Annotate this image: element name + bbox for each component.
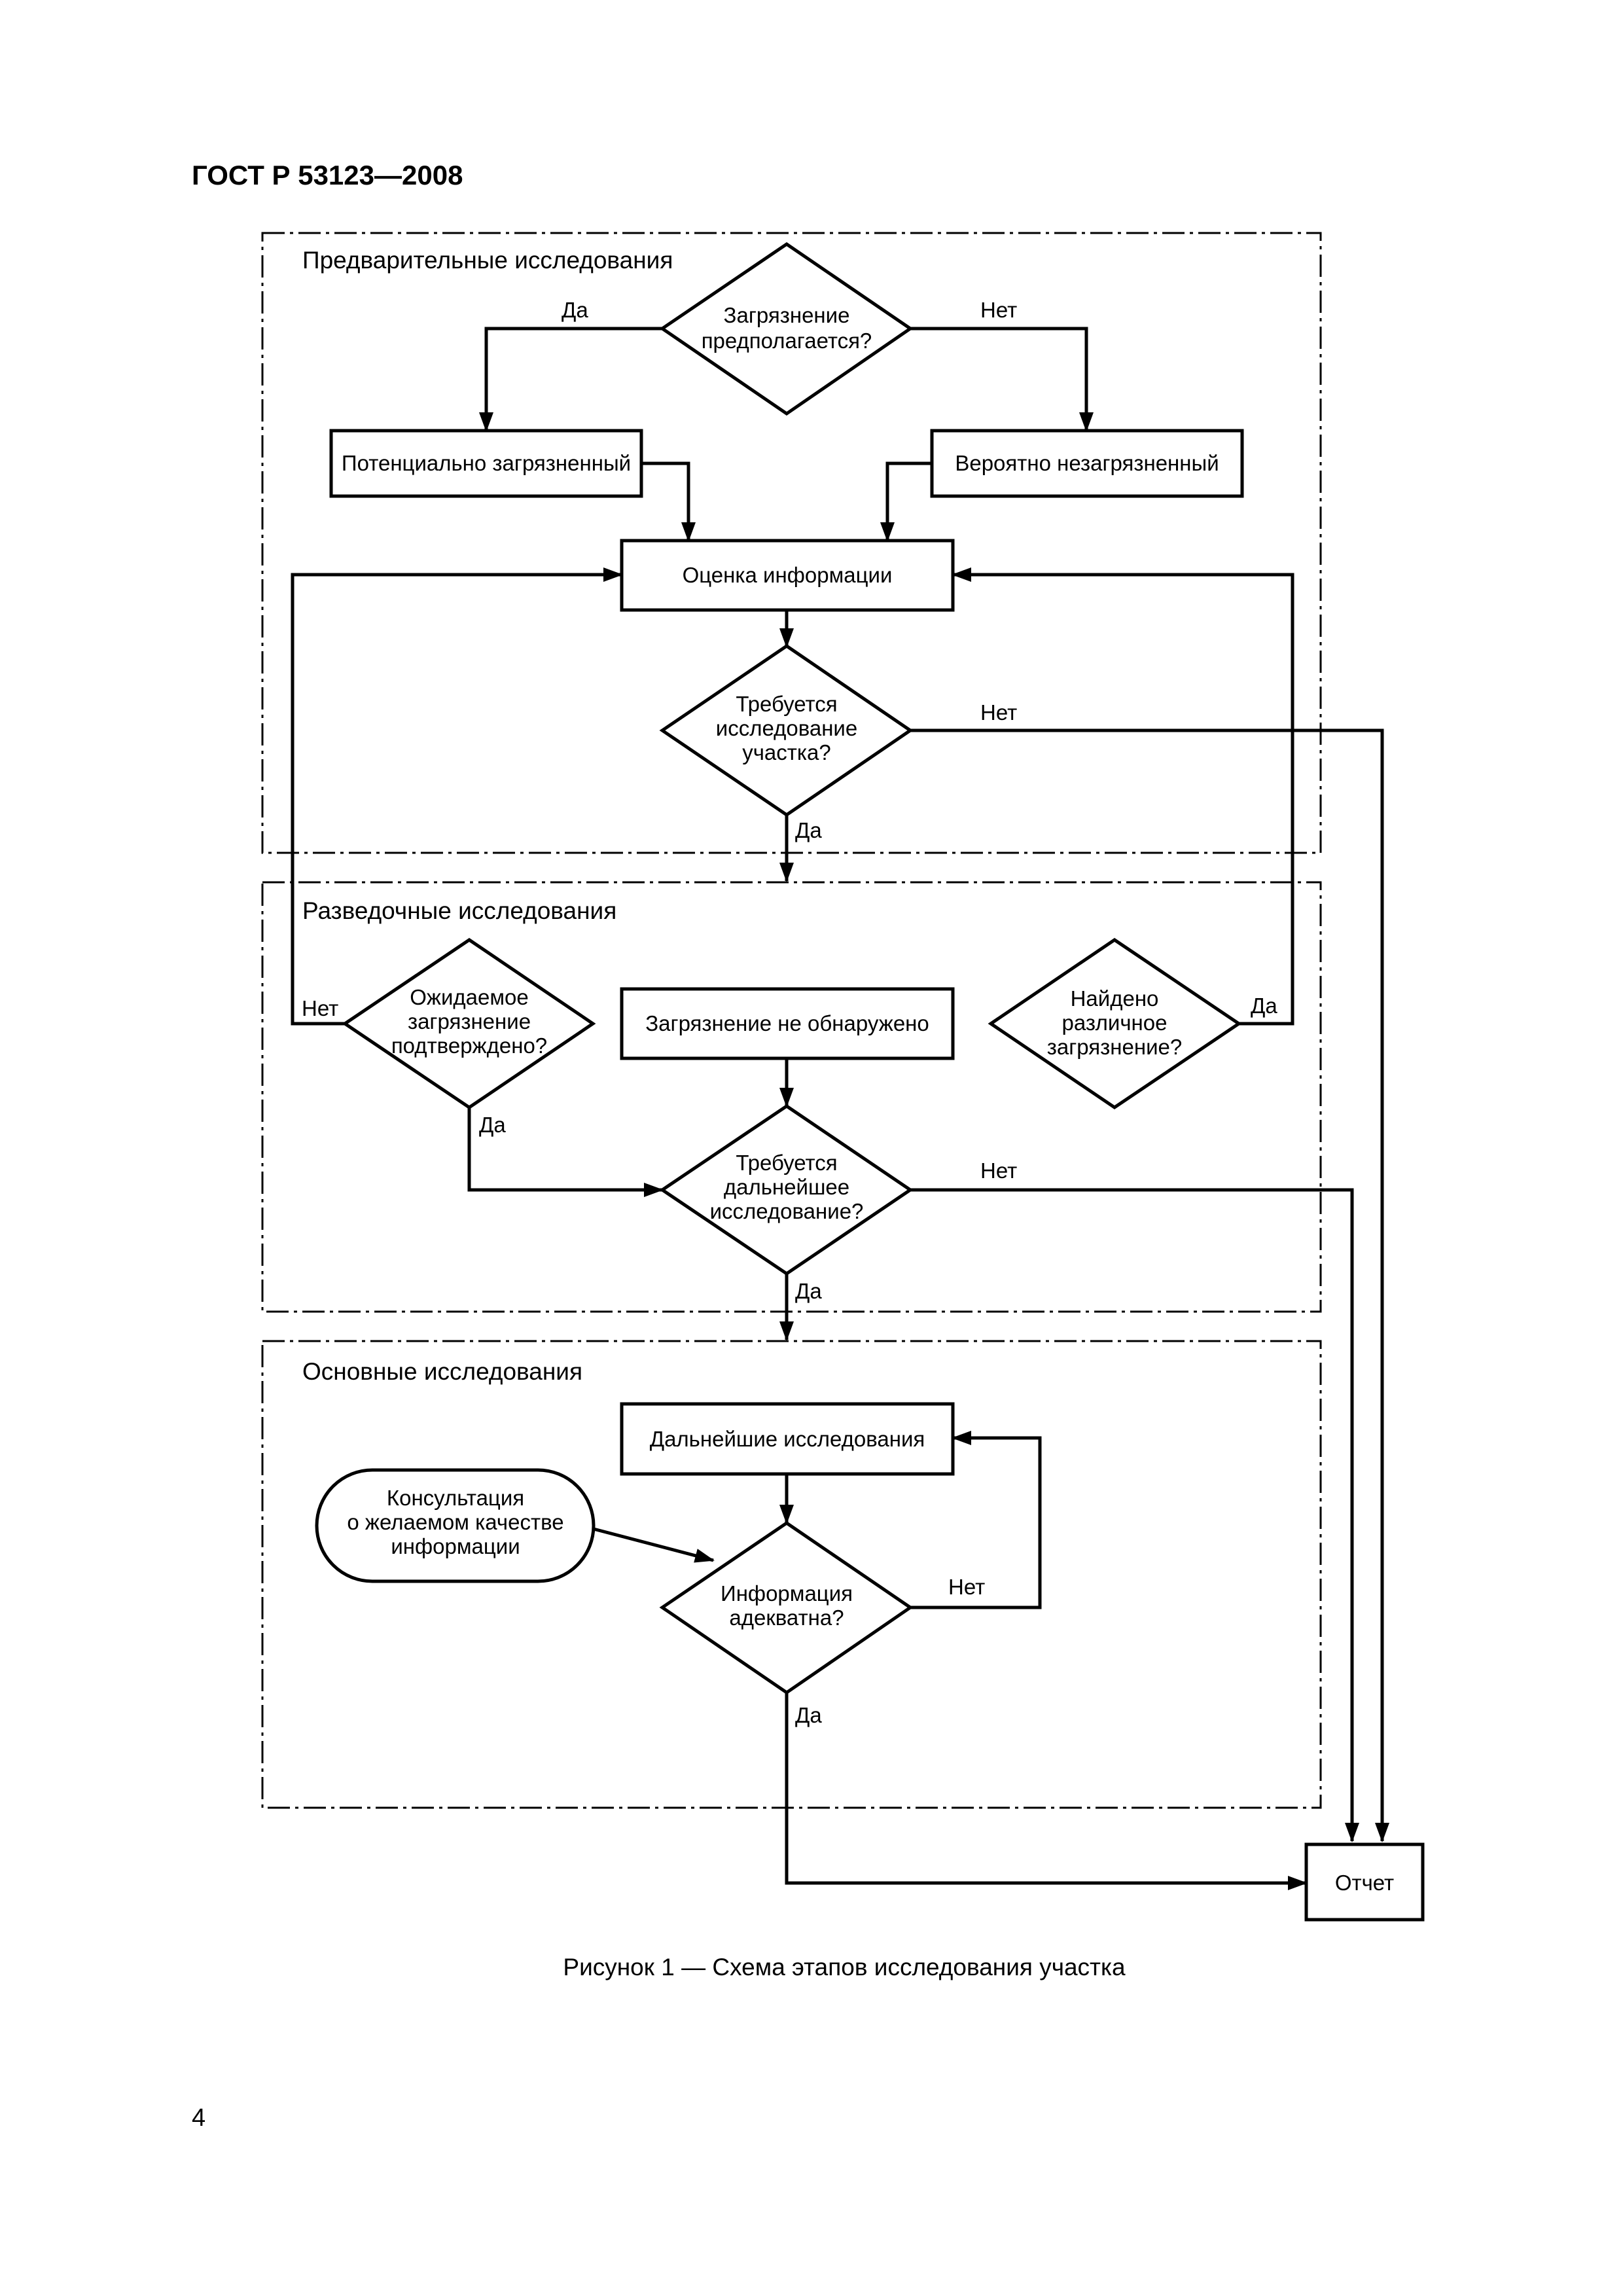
d5-line3: исследование? <box>710 1199 864 1223</box>
section-frame-exploratory <box>261 881 1322 1313</box>
connector-d3-yes <box>467 1107 664 1197</box>
d3-line3: подтверждено? <box>391 1033 547 1058</box>
d2-line1: Требуется <box>736 692 837 716</box>
section-frame-preliminary <box>261 232 1322 854</box>
edge-label-d1-yes: Да <box>562 298 588 322</box>
decision-different-contamination-found <box>988 937 1242 1110</box>
edge-label-d5-yes: Да <box>795 1279 822 1303</box>
box-potentially-contaminated <box>329 429 643 498</box>
connector-probable-to-assessment <box>880 461 932 542</box>
connector-potential-to-assessment <box>641 461 696 542</box>
d3-line1: Ожидаемое <box>410 985 529 1009</box>
connector-d4-yes-loop <box>952 567 1294 1026</box>
edge-label-d1-no: Нет <box>980 298 1017 322</box>
connector-d3-no-loop <box>291 567 623 1026</box>
potentially-contaminated-label: Потенциально загрязненный <box>342 451 631 475</box>
d6-line1: Информация <box>721 1581 853 1605</box>
connector-consultation-to-d6 <box>593 1527 715 1563</box>
figure-caption: Рисунок 1 — Схема этапов исследования уч… <box>563 1954 1126 1981</box>
edge-label-d5-no: Нет <box>980 1158 1017 1183</box>
d3-line2: загрязнение <box>408 1009 531 1033</box>
box-consultation <box>315 1468 596 1583</box>
probably-uncontaminated-label: Вероятно незагрязненный <box>955 451 1219 475</box>
d5-line2: дальнейшее <box>724 1175 849 1199</box>
d2-line3: участка? <box>742 740 831 764</box>
connector-d1-yes <box>479 327 662 432</box>
consultation-line1: Консультация <box>387 1486 524 1510</box>
box-probably-uncontaminated <box>930 429 1244 498</box>
further-investigations-label: Дальнейшие исследования <box>650 1427 925 1451</box>
edge-label-d6-yes: Да <box>795 1703 822 1727</box>
decision-contamination-suspected <box>659 242 914 416</box>
decision-information-adequate <box>659 1520 914 1695</box>
box-report <box>1304 1842 1425 1922</box>
box-further-investigations <box>620 1402 955 1476</box>
document-header: ГОСТ Р 53123—2008 <box>192 160 463 190</box>
page-number: 4 <box>192 2104 206 2132</box>
connector-d2-no <box>910 728 1389 1842</box>
report-label: Отчет <box>1335 1871 1394 1895</box>
d1-line1: Загрязнение <box>724 303 850 327</box>
edge-label-d3-yes: Да <box>479 1113 506 1137</box>
section-title-main: Основные исследования <box>302 1358 582 1385</box>
decision-expected-contamination-confirmed <box>342 937 596 1110</box>
d6-line2: адекватна? <box>729 1605 844 1630</box>
section-title-preliminary: Предварительные исследования <box>302 247 673 274</box>
d5-line1: Требуется <box>736 1151 837 1175</box>
connector-d6-no-loop <box>910 1431 1042 1609</box>
d4-line3: загрязнение? <box>1047 1035 1182 1059</box>
d4-line2: различное <box>1062 1011 1168 1035</box>
connector-d5-no <box>910 1188 1359 1842</box>
box-information-assessment <box>620 539 955 612</box>
section-frame-main <box>261 1340 1322 1809</box>
decision-further-investigation-required <box>659 1103 914 1276</box>
section-title-exploratory: Разведочные исследования <box>302 897 616 924</box>
consultation-line2: о желаемом качестве <box>347 1510 563 1534</box>
box-contamination-not-found <box>620 987 955 1060</box>
decision-site-investigation-required <box>659 643 914 817</box>
edge-label-d2-yes: Да <box>795 818 822 842</box>
contamination-not-found-label: Загрязнение не обнаружено <box>645 1011 929 1035</box>
information-assessment-label: Оценка информации <box>683 563 893 587</box>
edge-label-d6-no: Нет <box>948 1575 985 1599</box>
d4-line1: Найдено <box>1071 986 1159 1011</box>
edge-label-d4-yes: Да <box>1251 994 1277 1018</box>
consultation-line3: информации <box>391 1534 520 1558</box>
connector-d6-yes-to-report <box>785 1693 1308 1890</box>
edge-label-d2-no: Нет <box>980 700 1017 725</box>
edge-label-d3-no: Нет <box>302 996 338 1020</box>
d2-line2: исследование <box>716 716 857 740</box>
d1-line2: предполагается? <box>702 329 872 353</box>
connector-d1-no <box>910 327 1094 432</box>
